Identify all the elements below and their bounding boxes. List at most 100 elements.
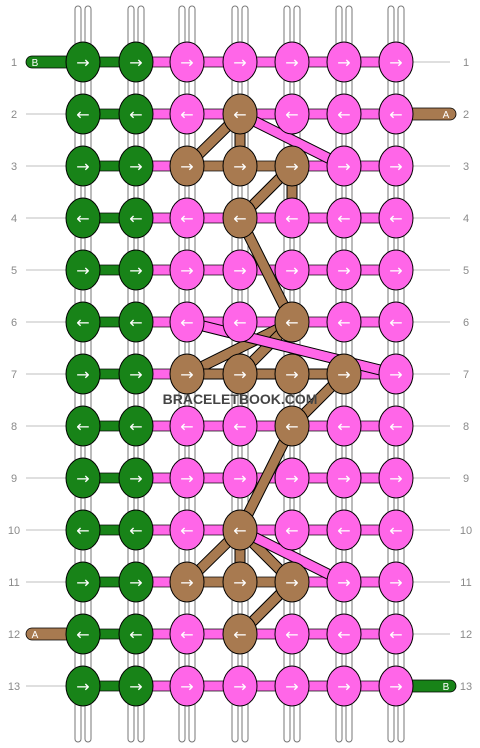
knot-arrow: ← [129,417,142,436]
knot-arrow: ← [76,209,89,228]
knot [274,197,310,239]
strand-end-label: A [32,630,39,641]
knot-arrow: ← [129,209,142,228]
knot [65,561,101,603]
knot-arrow: ← [76,625,89,644]
knot-arrow: → [285,469,298,488]
knot-arrow: ← [180,521,193,540]
knot-arrow: ← [129,625,142,644]
knot [326,353,362,395]
knot-arrow: ← [285,625,298,644]
strand-end-label: A [443,110,450,121]
knot-arrow: ← [76,105,89,124]
knot [65,301,101,343]
knot [326,613,362,655]
row-number-left: 11 [8,577,19,589]
knot [274,509,310,551]
knot-arrow: → [76,677,89,696]
knot [378,249,414,291]
knot [118,405,154,447]
row-number-left: 3 [11,161,17,173]
thread-diagonal [235,109,349,171]
knot-arrow: → [389,469,402,488]
knot [65,41,101,83]
knot [378,353,414,395]
knot [222,613,258,655]
knot-arrow: → [337,677,350,696]
knot [326,457,362,499]
knot [274,353,310,395]
knot-arrow: → [233,261,246,280]
knot-arrow: ← [129,521,142,540]
knot [118,353,154,395]
knot-arrow: ← [129,105,142,124]
knot-arrow: → [285,365,298,384]
knot-arrow: ← [389,521,402,540]
knot [65,145,101,187]
knot-arrow: → [180,365,193,384]
knot-arrow: → [233,469,246,488]
knot [169,613,205,655]
row-number-right: 3 [463,161,469,173]
strand-end-label: B [32,58,39,69]
knot [169,301,205,343]
knot [65,665,101,707]
knot-arrow: → [233,365,246,384]
knot-arrow: → [233,53,246,72]
knot [65,353,101,395]
knot [169,665,205,707]
knot-arrow: → [129,157,142,176]
knot-arrow: ← [180,417,193,436]
knot-arrow: ← [389,209,402,228]
row-number-right: 4 [463,213,469,225]
knot-arrow: ← [337,313,350,332]
row-number-right: 12 [460,629,472,641]
knot-arrow: → [337,365,350,384]
row-number-left: 8 [11,421,17,433]
knot-arrow: ← [233,625,246,644]
knot [118,93,154,135]
knot [169,457,205,499]
knot [222,665,258,707]
knot-arrow: → [180,157,193,176]
knot [118,145,154,187]
knot-arrow: ← [233,521,246,540]
knot-arrow: → [285,157,298,176]
knot [169,145,205,187]
knot [222,249,258,291]
knot [65,197,101,239]
knot-arrow: ← [337,521,350,540]
knot [274,405,310,447]
knot-arrow: → [285,261,298,280]
knot [378,145,414,187]
knot-arrow: ← [389,313,402,332]
row-number-left: 10 [8,525,20,537]
row-number-left: 9 [11,473,17,485]
knot [169,509,205,551]
row-number-left: 13 [8,681,20,693]
knot [222,93,258,135]
knot [326,665,362,707]
knot [326,405,362,447]
knot [378,301,414,343]
row-number-right: 7 [463,369,469,381]
knot [378,613,414,655]
knot-arrow: ← [233,417,246,436]
knot-grid: →→→→→→→←←←←←←←→→→→→→→←←←←←←←→→→→→→→←←←←←… [65,41,414,707]
knot [222,353,258,395]
knot [222,41,258,83]
knot-arrow: ← [180,313,193,332]
knot-arrow: → [389,573,402,592]
knot [65,93,101,135]
knot-arrow: ← [76,417,89,436]
row-number-right: 5 [463,265,469,277]
knot [169,197,205,239]
knot [274,301,310,343]
knot [222,405,258,447]
knot-arrow: → [129,261,142,280]
knot-arrow: → [76,53,89,72]
knot [378,197,414,239]
knot-arrow: ← [337,105,350,124]
knot [378,457,414,499]
